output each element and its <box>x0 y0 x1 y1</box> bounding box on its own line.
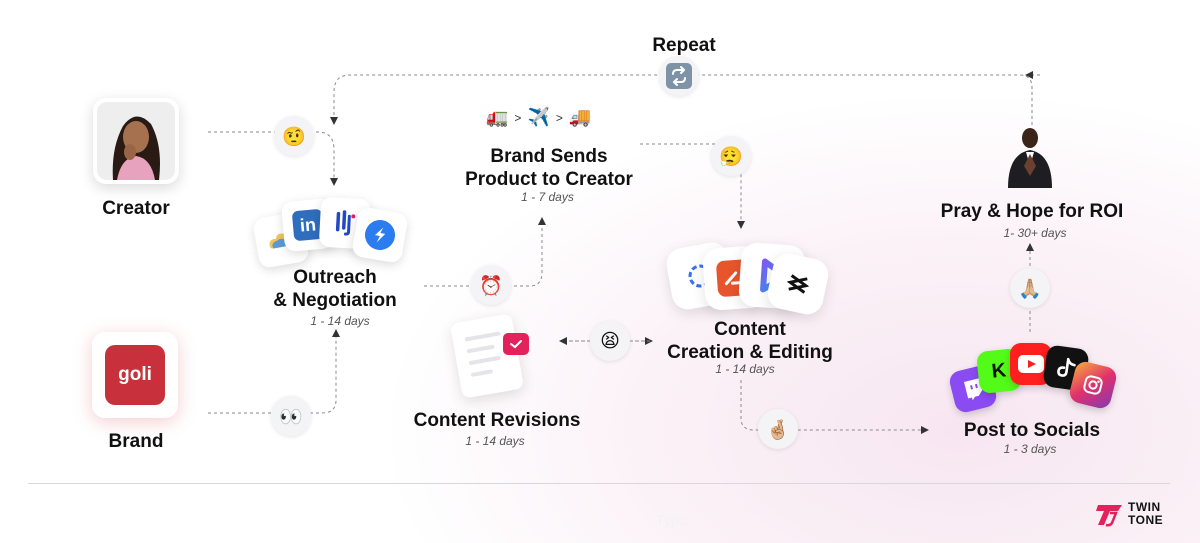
brand-sends-days: 1 - 7 days <box>521 190 574 204</box>
connector-content-post <box>740 380 929 434</box>
post-pray-emoji: 🙏🏼 <box>1010 268 1050 308</box>
kick-letter: K <box>990 358 1008 383</box>
pray-label: Pray & Hope for ROI <box>940 201 1124 222</box>
sequence-arrow: > <box>514 110 522 125</box>
repeat-icon <box>666 63 692 89</box>
creator-avatar-card <box>93 98 179 184</box>
delivery-truck-icon: 🚚 <box>568 107 592 128</box>
bracket-app-icon <box>318 196 372 250</box>
twitch-icon <box>947 363 999 415</box>
content-creation-line1: Content <box>714 319 786 340</box>
airplane-icon: ✈️ <box>527 107 550 128</box>
post-socials-days: 1 - 3 days <box>1003 442 1057 456</box>
twin-tone-wordmark: TWIN TONE <box>1128 501 1163 527</box>
brand-outreach-emoji: 👀 <box>271 396 311 436</box>
praying-man-figure <box>1008 128 1052 188</box>
twin-tone-logo-icon <box>1096 505 1122 527</box>
goli-logo: goli <box>105 345 165 405</box>
goli-logo-text: goli <box>118 364 152 385</box>
connector-creator-outreach <box>208 131 338 186</box>
repeat-badge <box>659 56 699 96</box>
outreach-label-line2: & Negotiation <box>273 290 397 311</box>
lightning-app-icon <box>351 206 409 264</box>
watermark-text: Typo <box>656 512 687 528</box>
footer-divider <box>28 483 1170 484</box>
outreach-label-line1: Outreach <box>293 267 377 288</box>
capcut-icon <box>764 250 832 318</box>
content-creation-label: Content Creation & Editing <box>660 318 840 364</box>
outreach-shipping-emoji: ⏰ <box>471 265 511 305</box>
repeat-label: Repeat <box>652 35 716 56</box>
brand-logo-card: goli <box>92 332 178 418</box>
content-creation-days: 1 - 14 days <box>715 362 775 376</box>
revisions-document-icon <box>449 313 525 399</box>
content-revisions-days: 1 - 14 days <box>465 434 525 448</box>
tiktok-icon <box>1042 344 1090 392</box>
brand-sends-line1: Brand Sends <box>490 146 608 167</box>
wordmark-line2: TONE <box>1128 513 1164 527</box>
revision-check-icon <box>503 333 529 355</box>
sequence-arrow: > <box>555 110 563 125</box>
creator-label: Creator <box>102 198 170 219</box>
connector-outreach-shipping <box>424 217 546 287</box>
creator-outreach-emoji: 🤨 <box>274 116 314 156</box>
brand-sends-line2: Product to Creator <box>465 169 633 190</box>
content-post-emoji: 🤞🏼 <box>758 409 798 449</box>
creator-avatar <box>97 102 175 180</box>
content-revisions-label: Content Revisions <box>413 410 581 431</box>
content-creation-line2: Creation & Editing <box>667 342 833 363</box>
shipping-content-emoji: 😮‍💨 <box>711 136 751 176</box>
instagram-icon <box>1067 359 1119 411</box>
brand-label: Brand <box>108 431 164 452</box>
truck-icon: 🚛 <box>486 107 509 128</box>
outreach-days: 1 - 14 days <box>310 314 370 328</box>
pray-days: 1- 30+ days <box>1003 226 1067 240</box>
outreach-label: Outreach & Negotiation <box>260 266 410 312</box>
twin-tone-logo: TWIN TONE <box>1096 500 1176 530</box>
revisions-emoji: 😫 <box>590 321 630 361</box>
brand-sends-label: Brand Sends Product to Creator <box>458 145 640 191</box>
shipping-sequence: 🚛 > ✈️ > 🚚 <box>486 107 616 128</box>
wordmark-line1: TWIN <box>1128 500 1161 514</box>
connector-brand-outreach <box>208 329 340 414</box>
post-socials-label: Post to Socials <box>963 420 1101 441</box>
